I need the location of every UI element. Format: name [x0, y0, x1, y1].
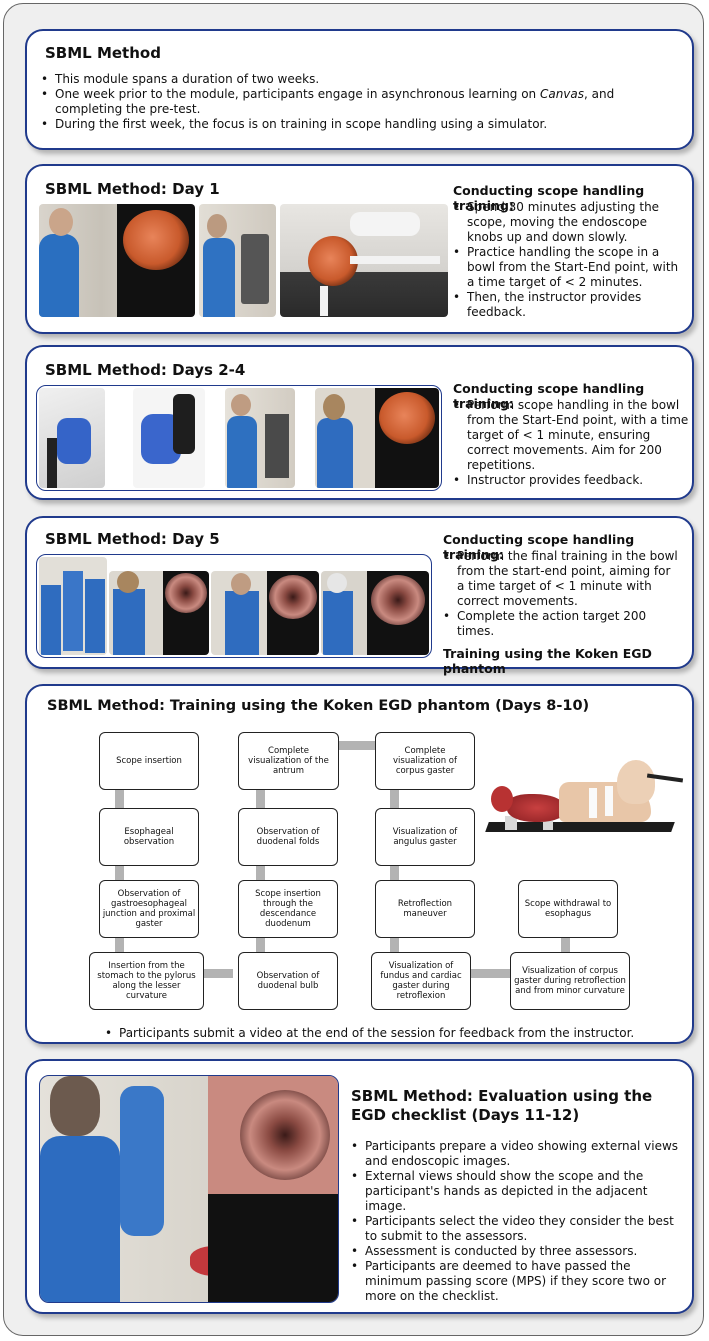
- bullet: Instructor provides feedback.: [453, 473, 689, 488]
- flow-connector: [256, 866, 265, 880]
- card-days-2-4: SBML Method: Days 2-4 Conducti: [25, 345, 694, 500]
- card-evaluation: SBML Method: Evaluation using the EGD ch…: [25, 1059, 694, 1314]
- flow-connector: [390, 790, 399, 808]
- photo-trainee-endoscopy: [109, 571, 209, 655]
- bullet: Practice handling the scope in a bowl fr…: [453, 245, 685, 290]
- bullet: This module spans a duration of two week…: [41, 72, 681, 87]
- flow-connector: [339, 741, 375, 750]
- flow-connector: [390, 866, 399, 880]
- bullet: Perform the final training in the bowl f…: [443, 549, 679, 609]
- bullet: Assessment is conducted by three assesso…: [351, 1244, 685, 1259]
- photo-evaluation: [39, 1075, 339, 1303]
- bullet: Complete the action target 200 times.: [443, 609, 679, 639]
- bullet-list: This module spans a duration of two week…: [41, 72, 681, 132]
- flow-connector: [561, 938, 570, 952]
- flow-connector: [204, 969, 233, 978]
- bullet: Participants are deemed to have passed t…: [351, 1259, 685, 1304]
- photo-hands-closeup: [133, 388, 205, 488]
- photo-bowl-simulator: [280, 204, 448, 317]
- flow-step-scope-insertion: Scope insertion: [99, 732, 199, 790]
- photo-trainee-standing: [199, 204, 276, 317]
- bullet: External views should show the scope and…: [351, 1169, 685, 1214]
- bullet-list: Perform the final training in the bowl f…: [443, 549, 679, 639]
- flow-step-scope-withdrawal: Scope withdrawal to esophagus: [518, 880, 618, 938]
- bullet-list: Perform scope handling in the bowl from …: [453, 398, 689, 488]
- photo-strip: [36, 385, 442, 491]
- flow-connector: [390, 938, 399, 952]
- flow-step-duodenal-folds: Observation of duodenal folds: [238, 808, 338, 866]
- card-koken-flowchart: SBML Method: Training using the Koken EG…: [25, 684, 694, 1044]
- flow-step-retroflection-maneuver: Retroflection maneuver: [375, 880, 475, 938]
- photo-trainee-monitor: [315, 388, 439, 488]
- card-title: SBML Method: Day 1: [45, 180, 220, 198]
- card-title: SBML Method: Day 5: [45, 530, 220, 548]
- flow-connector: [115, 866, 124, 880]
- photo-trainee-endoscopy: [211, 571, 319, 655]
- photo-trainee-simulator: [39, 204, 195, 317]
- bullet: During the first week, the focus is on t…: [41, 117, 681, 132]
- bullet: Then, the instructor provides feedback.: [453, 290, 685, 320]
- bullet: One week prior to the module, participan…: [41, 87, 681, 117]
- bullet: Spend 30 minutes adjusting the scope, mo…: [453, 200, 685, 245]
- photo-hands-scope: [39, 388, 105, 488]
- photo-trainee-standing: [225, 388, 295, 488]
- flow-step-angulus-gaster: Visualization of angulus gaster: [375, 808, 475, 866]
- flow-step-insertion-to-pylorus: Insertion from the stomach to the pyloru…: [89, 952, 204, 1010]
- photo-trainee-endoscopy: [321, 571, 429, 655]
- koken-phantom-image: [485, 758, 685, 854]
- card-sbml-method: SBML Method This module spans a duration…: [25, 29, 694, 150]
- flow-step-descending-duodenum: Scope insertion through the descendance …: [238, 880, 338, 938]
- flow-connector: [256, 790, 265, 808]
- bullet-list: Participants submit a video at the end o…: [105, 1026, 685, 1041]
- koken-footer: Training using the Koken EGD phantom: [443, 646, 652, 676]
- flow-step-corpus-retroflection: Visualization of corpus gaster during re…: [510, 952, 630, 1010]
- flow-step-gej-observation: Observation of gastroesophageal junction…: [99, 880, 199, 938]
- photo-group-training: [39, 557, 107, 655]
- card-day-5: SBML Method: Day 5: [25, 516, 694, 676]
- photo-strip: [36, 554, 432, 658]
- card-title: SBML Method: Days 2-4: [45, 361, 246, 379]
- card-title: SBML Method: Evaluation using the EGD ch…: [351, 1087, 653, 1124]
- card-day-1: SBML Method: Day 1 Conducting scope hand…: [25, 164, 694, 334]
- bullet-list: Participants prepare a video showing ext…: [351, 1139, 685, 1304]
- card-title: SBML Method: Training using the Koken EG…: [47, 698, 590, 714]
- card-title: SBML Method: [45, 44, 161, 62]
- flow-step-fundus-cardiac: Visualization of fundus and cardiac gast…: [371, 952, 471, 1010]
- flow-connector: [471, 969, 510, 978]
- infographic-panel: SBML Method This module spans a duration…: [3, 3, 704, 1336]
- flow-connector: [256, 938, 265, 952]
- bullet: Perform scope handling in the bowl from …: [453, 398, 689, 473]
- flow-connector: [115, 790, 124, 808]
- flow-connector: [115, 938, 124, 952]
- bullet: Participants select the video they consi…: [351, 1214, 685, 1244]
- flow-step-corpus-gaster: Complete visualization of corpus gaster: [375, 732, 475, 790]
- bullet-list: Spend 30 minutes adjusting the scope, mo…: [453, 200, 685, 320]
- bullet: Participants prepare a video showing ext…: [351, 1139, 685, 1169]
- flow-step-antrum: Complete visualization of the antrum: [238, 732, 339, 790]
- flow-step-esophageal-observation: Esophageal observation: [99, 808, 199, 866]
- flow-step-duodenal-bulb: Observation of duodenal bulb: [238, 952, 338, 1010]
- bullet: Participants submit a video at the end o…: [105, 1026, 685, 1041]
